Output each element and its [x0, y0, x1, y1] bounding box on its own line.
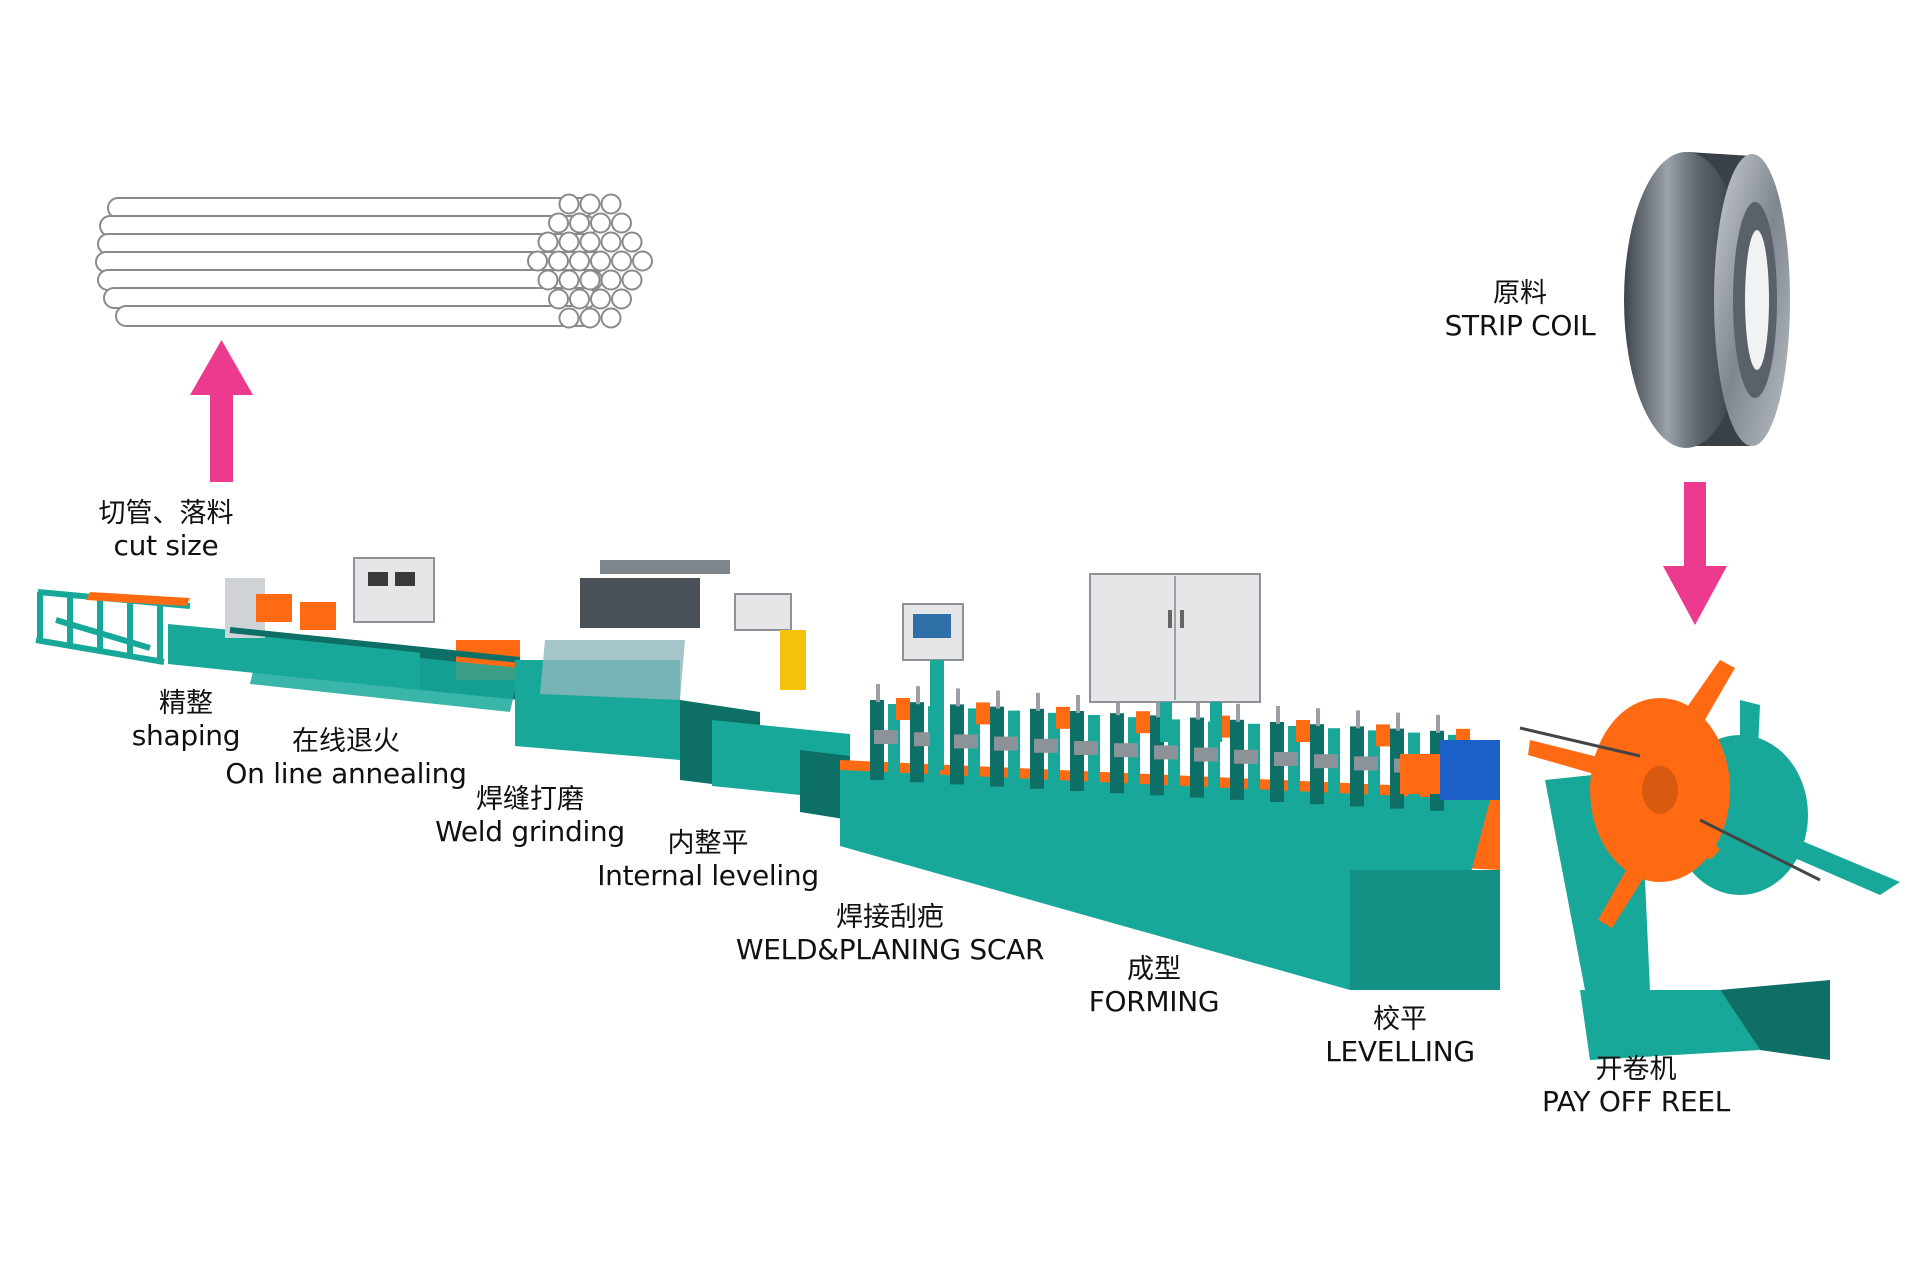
input-arrow-down-icon [1663, 482, 1727, 625]
label-cut-size: 切管、落料 cut size [99, 498, 234, 562]
label-cut-size-en: cut size [113, 529, 219, 562]
label-pay-off-reel: 开卷机 PAY OFF REEL [1542, 1054, 1730, 1118]
label-levelling-en: LEVELLING [1325, 1035, 1475, 1068]
label-annealing-zh: 在线退火 [291, 726, 400, 757]
label-weld-grinding-zh: 焊缝打磨 [476, 784, 584, 815]
pipe-bundle-icon [95, 193, 653, 329]
label-raw-material-zh: 原料 [1492, 278, 1547, 309]
label-forming-zh: 成型 [1127, 954, 1181, 985]
pay-off-reel [1519, 660, 1900, 1060]
label-internal-leveling: 内整平 Internal leveling [597, 828, 819, 892]
label-weld-planing: 焊接刮疤 WELD&PLANING SCAR [735, 902, 1045, 966]
label-annealing: 在线退火 On line annealing [225, 726, 466, 790]
label-pay-off-reel-en: PAY OFF REEL [1541, 1085, 1731, 1118]
label-annealing-en: On line annealing [225, 757, 467, 790]
label-shaping-zh: 精整 [159, 688, 213, 719]
output-arrow-up-icon [190, 340, 253, 482]
label-weld-grinding: 焊缝打磨 Weld grinding [435, 784, 625, 848]
label-levelling-zh: 校平 [1372, 1004, 1427, 1035]
label-forming-en: FORMING [1088, 985, 1220, 1018]
label-levelling: 校平 LEVELLING [1325, 1004, 1475, 1068]
label-weld-planing-zh: 焊接刮疤 [835, 902, 944, 933]
label-pay-off-reel-zh: 开卷机 [1595, 1054, 1677, 1085]
label-cut-size-zh: 切管、落料 [98, 498, 234, 529]
strip-coil-icon [1624, 152, 1790, 448]
label-weld-grinding-en: Weld grinding [435, 815, 625, 848]
label-shaping: 精整 shaping [131, 688, 241, 752]
label-internal-leveling-zh: 内整平 [667, 828, 749, 859]
label-internal-leveling-en: Internal leveling [597, 859, 819, 892]
electrical-cabinet [1089, 573, 1261, 742]
label-forming: 成型 FORMING [1089, 954, 1220, 1018]
label-raw-material: 原料 STRIP COIL [1445, 278, 1596, 342]
label-raw-material-en: STRIP COIL [1444, 309, 1596, 342]
label-shaping-en: shaping [131, 719, 241, 752]
label-weld-planing-en: WELD&PLANING SCAR [735, 933, 1045, 966]
production-line-machine [35, 557, 1900, 1060]
